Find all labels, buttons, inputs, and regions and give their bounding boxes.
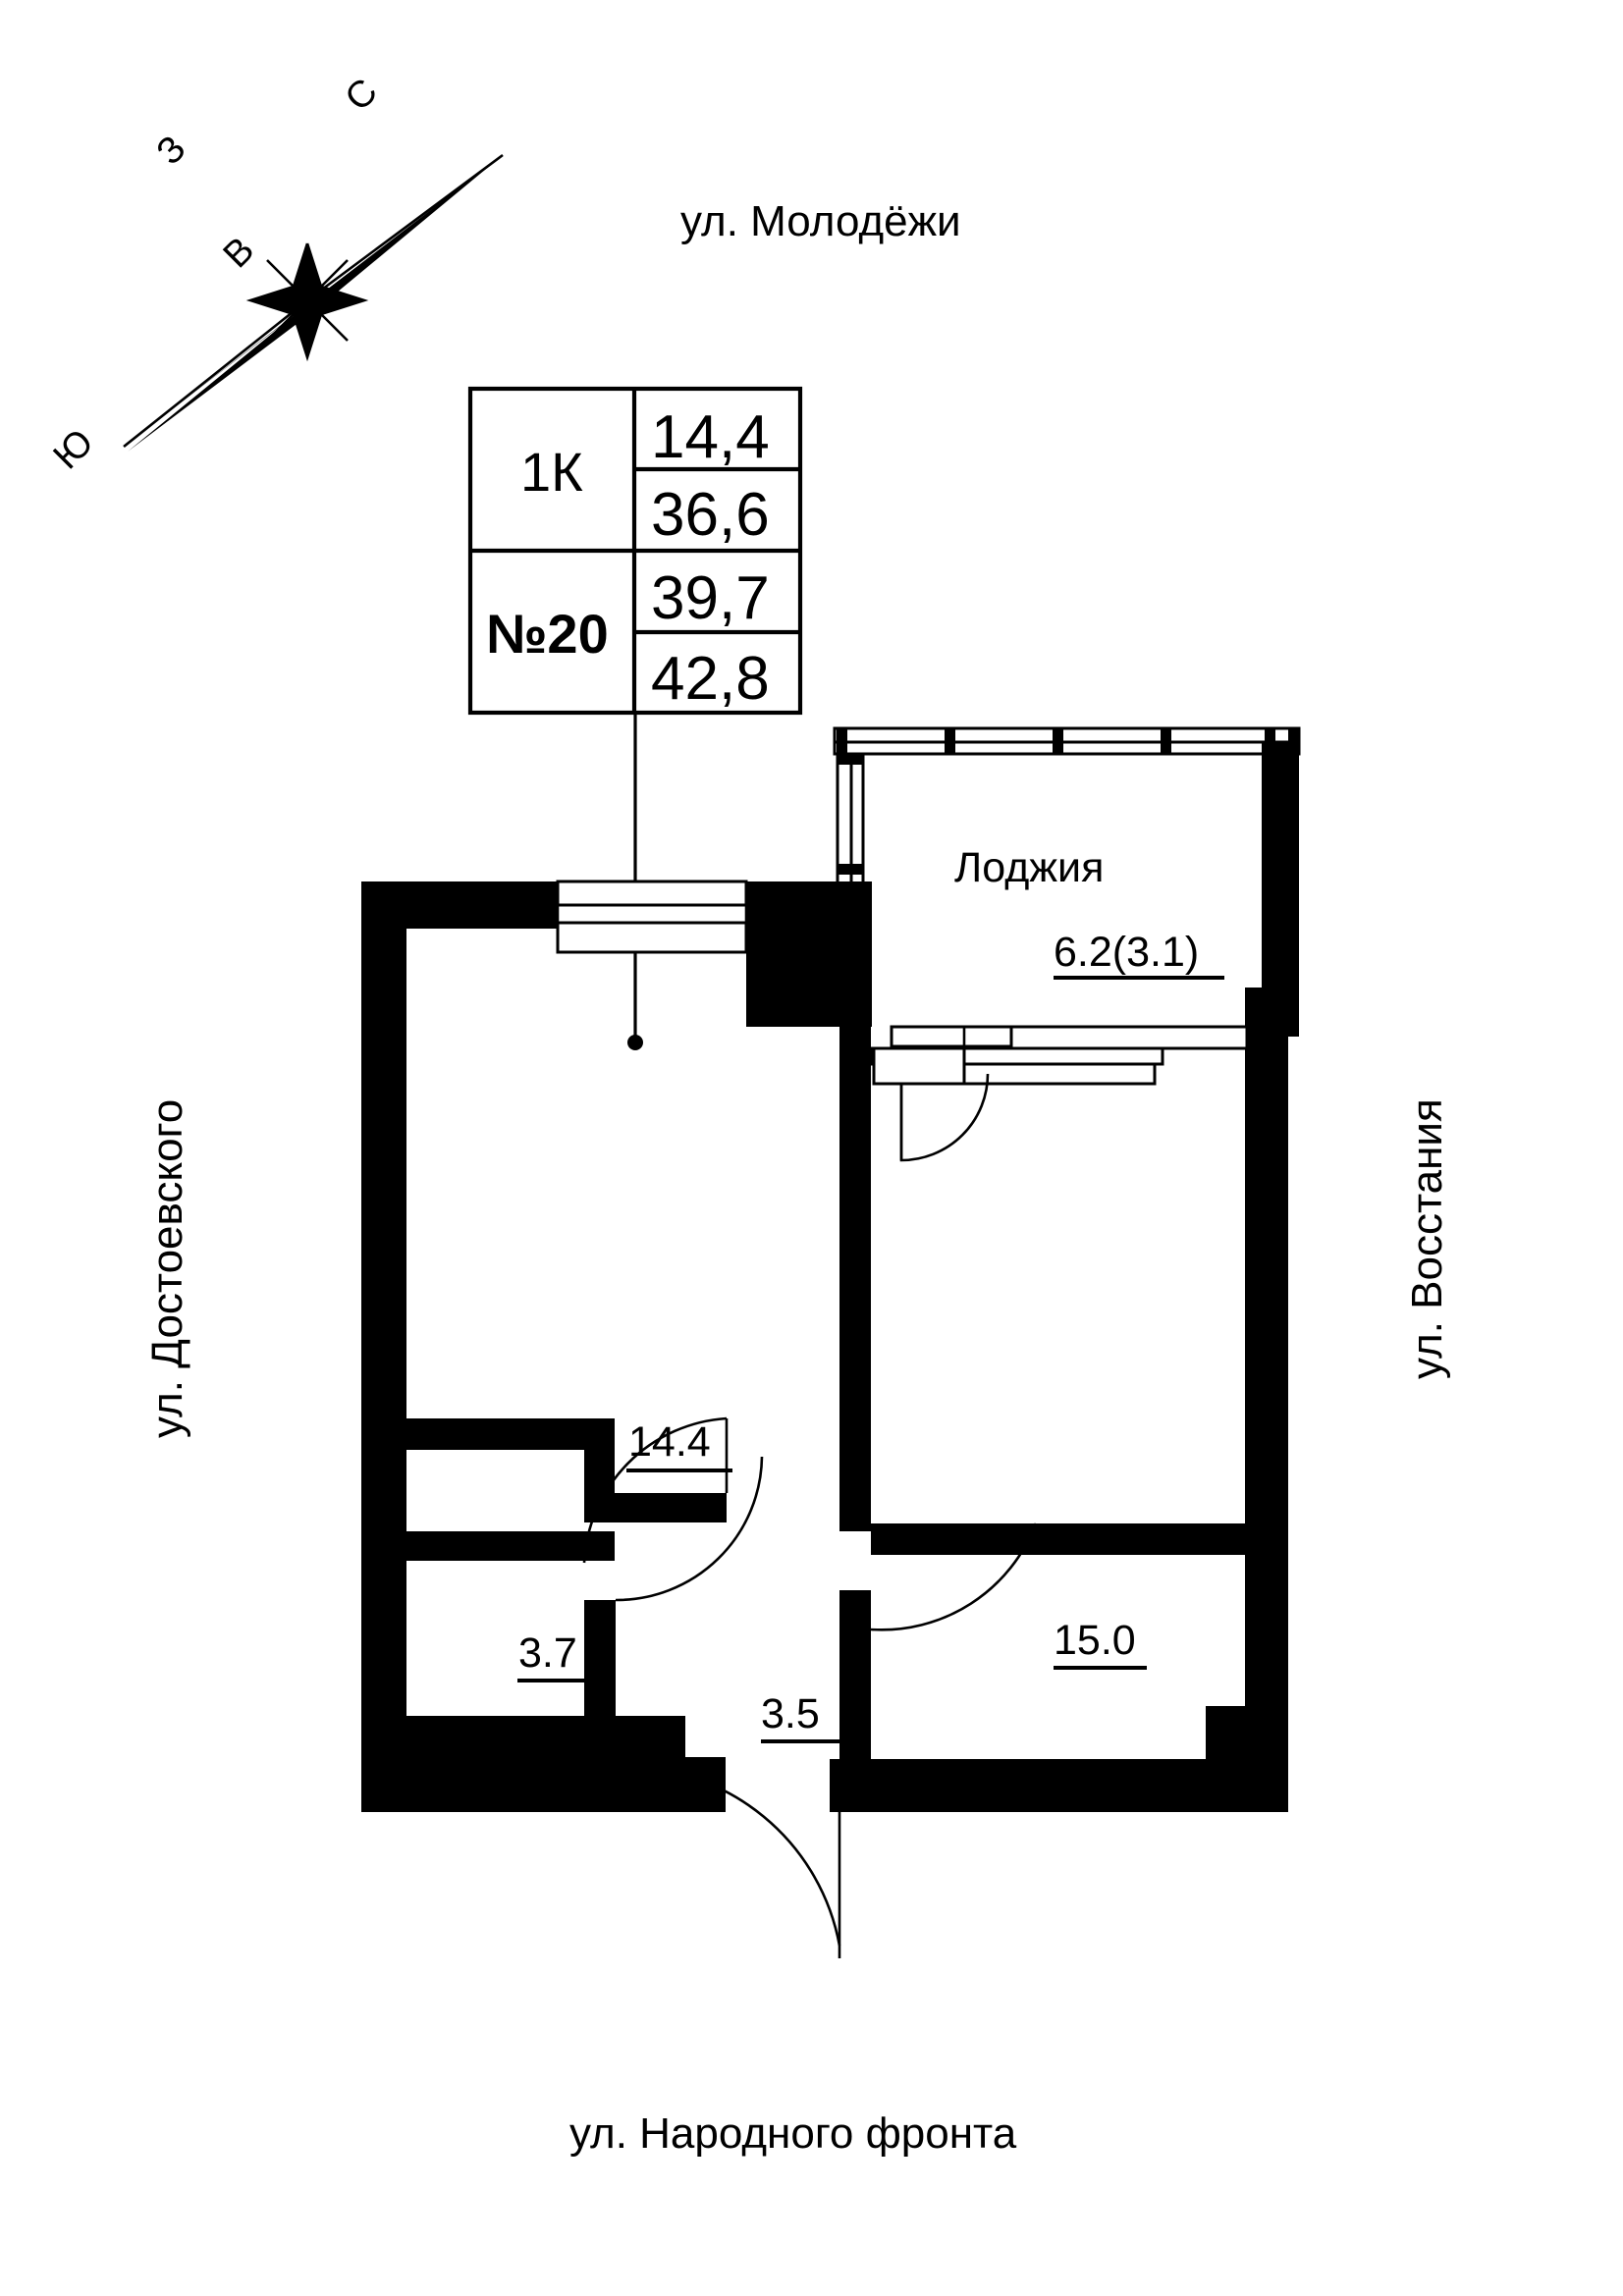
table-rooms-label: 1К [520, 441, 583, 503]
table-leader-line [627, 713, 643, 1050]
compass-label-west: З [149, 128, 194, 173]
loggia-door-window [870, 1025, 1249, 1162]
loggia-area-label: 6.2(3.1) [1054, 929, 1199, 976]
table-area-rooms-total: 36,6 [651, 481, 770, 549]
interior-partitions [361, 1027, 1254, 1812]
loggia-name-label: Лоджия [954, 844, 1104, 891]
bathroom-area-label: 3.7 [518, 1629, 577, 1677]
apartment-walls [361, 881, 1299, 1812]
door-swings [582, 1416, 1038, 1958]
table-area-with-loggia: 42,8 [651, 645, 770, 713]
compass-rose: С З В Ю [46, 71, 504, 478]
table-apartment-number: №20 [486, 603, 609, 665]
kitchen-area-label: 15.0 [1054, 1617, 1136, 1664]
living-room-window [554, 880, 750, 954]
table-area-living: 14,4 [651, 403, 770, 471]
living-room-area-label: 14.4 [628, 1418, 711, 1466]
table-area-total: 39,7 [651, 564, 770, 632]
compass-label-south: Ю [46, 422, 102, 478]
street-label-west: ул. Достоевского [143, 1099, 191, 1438]
hallway-area-label: 3.5 [761, 1690, 820, 1737]
apartment-info-table: 1К №20 14,4 36,6 39,7 42,8 [467, 386, 803, 716]
street-label-north: ул. Молодёжи [680, 197, 961, 245]
street-label-east: ул. Восстания [1403, 1098, 1451, 1379]
compass-label-east: В [216, 230, 263, 277]
street-label-south: ул. Народного фронта [569, 2109, 1017, 2158]
compass-label-north: С [338, 71, 386, 119]
